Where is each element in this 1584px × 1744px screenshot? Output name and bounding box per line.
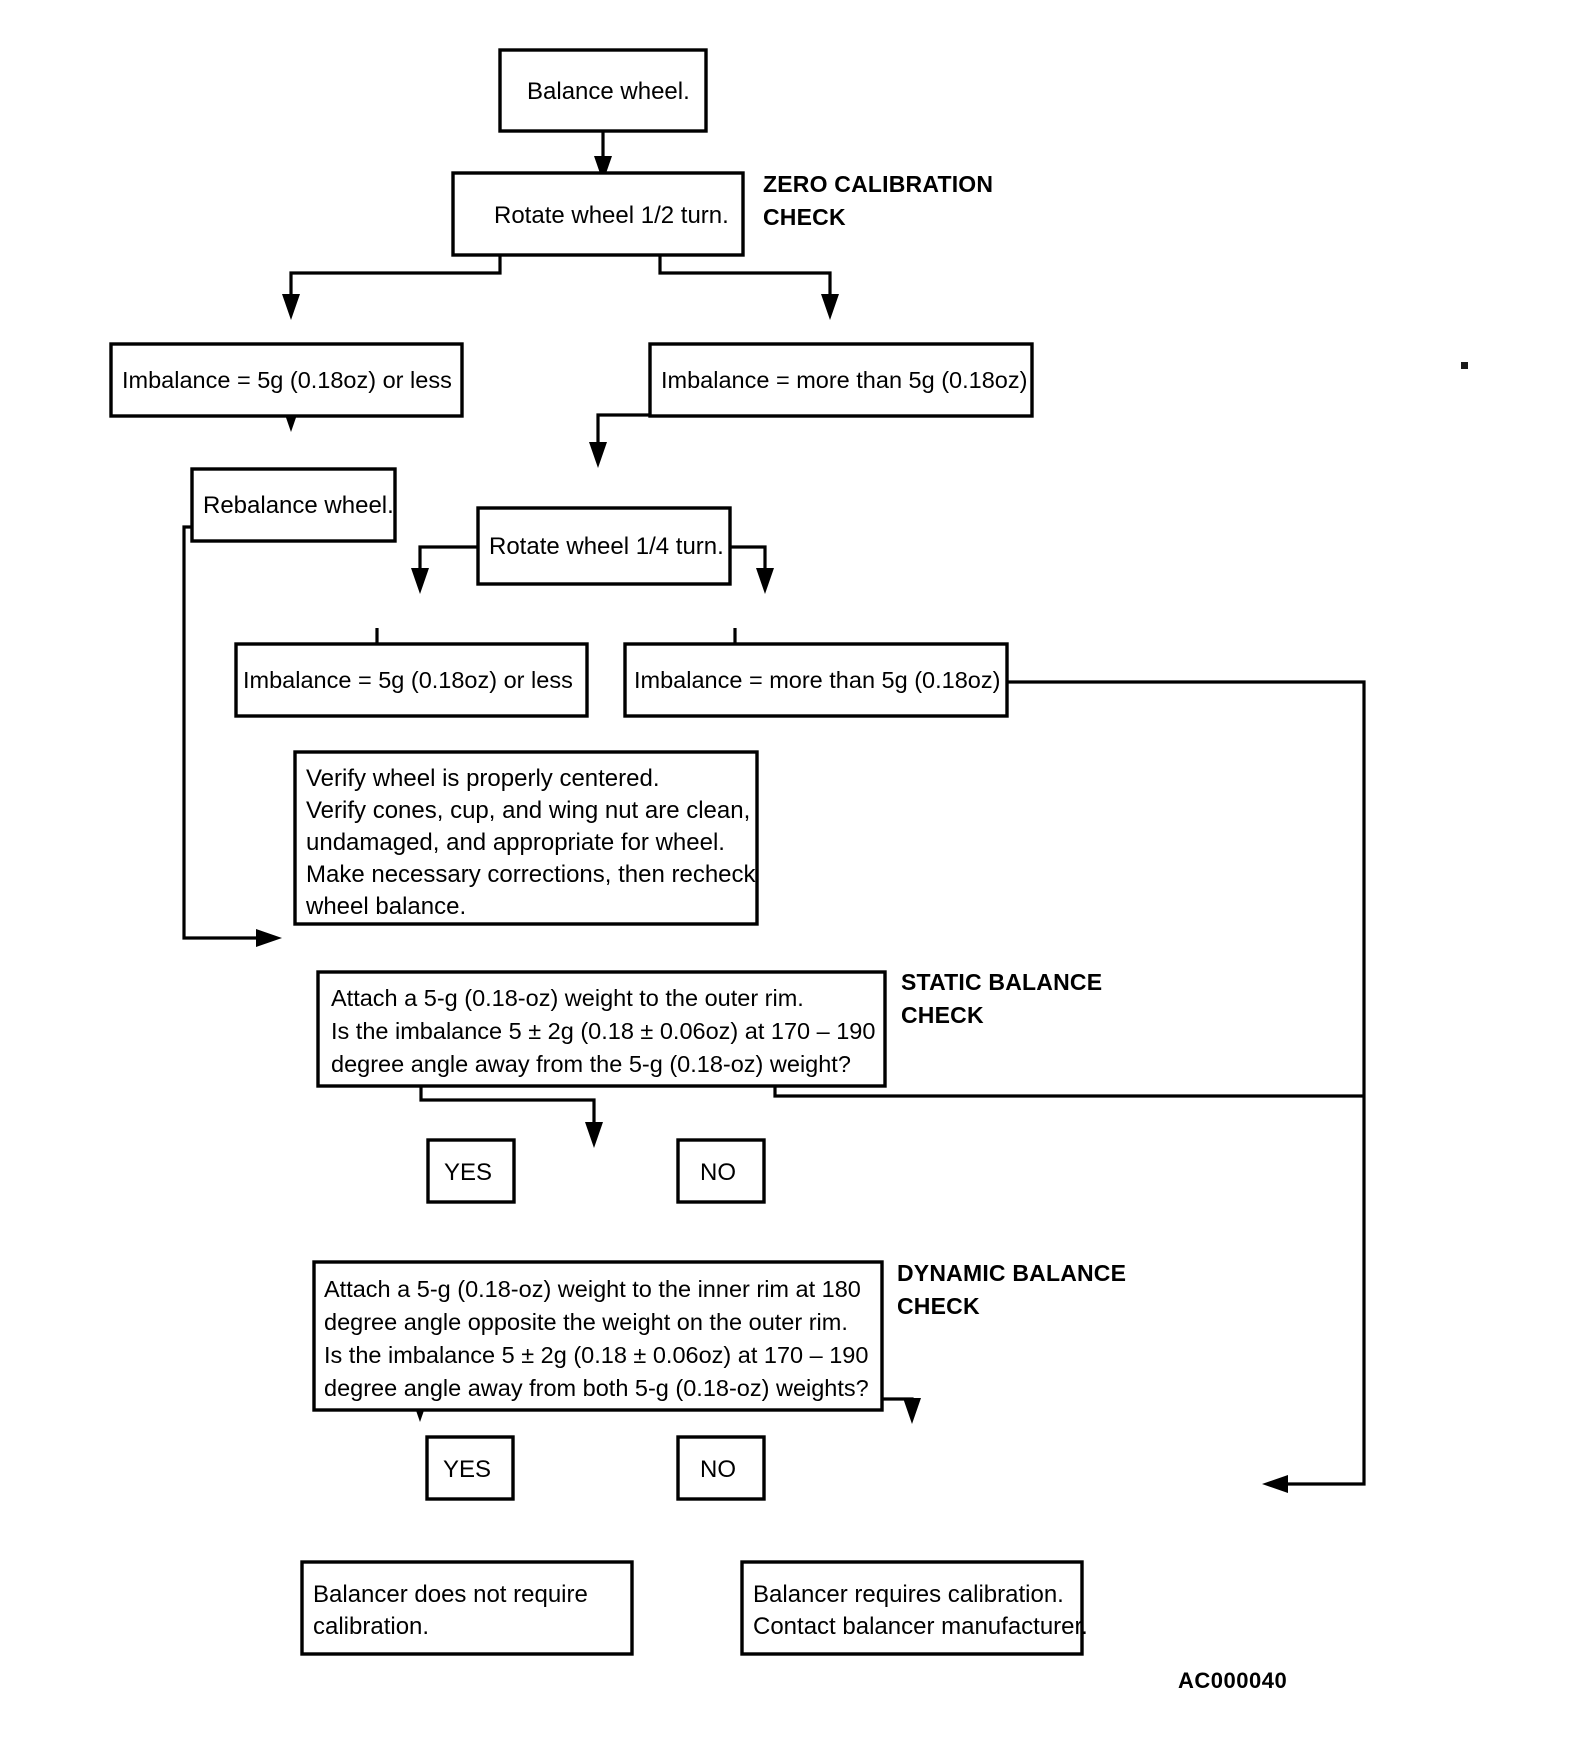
node-dynamic-no: NO bbox=[676, 1435, 766, 1501]
node-static-yes: YES bbox=[426, 1138, 516, 1204]
node-static-no-label: NO bbox=[700, 1159, 736, 1186]
label-static-balance-line-1: STATIC BALANCE bbox=[901, 969, 1102, 995]
label-dynamic-balance-line-1: DYNAMIC BALANCE bbox=[897, 1260, 1126, 1286]
node-imbalance-less-2-line-0: Imbalance = 5g (0.18oz) or less bbox=[243, 667, 573, 693]
node-rebalance-wheel: Rebalance wheel. bbox=[190, 467, 397, 543]
node-dynamic-check-line-3: degree angle away from both 5-g (0.18-oz… bbox=[324, 1375, 869, 1401]
scan-speck bbox=[1461, 362, 1468, 369]
node-dynamic-no-label: NO bbox=[700, 1456, 736, 1483]
node-no-calibration-line-1: calibration. bbox=[313, 1613, 429, 1640]
node-dynamic-yes-label: YES bbox=[443, 1456, 491, 1483]
node-dynamic-balance-check: Attach a 5-g (0.18-oz) weight to the inn… bbox=[312, 1260, 884, 1412]
node-rotate-half-turn: Rotate wheel 1/2 turn. bbox=[451, 171, 745, 257]
node-verify-line-1: Verify cones, cup, and wing nut are clea… bbox=[306, 797, 750, 824]
node-balance-wheel: Balance wheel. bbox=[498, 48, 708, 133]
node-imbalance-more-1: Imbalance = more than 5g (0.18oz) bbox=[648, 342, 1034, 418]
figure-code: AC000040 bbox=[1178, 1668, 1287, 1693]
node-rotate-quarter-turn-line-0: Rotate wheel 1/4 turn. bbox=[489, 533, 724, 560]
node-dynamic-check-line-2: Is the imbalance 5 ± 2g (0.18 ± 0.06oz) … bbox=[324, 1342, 868, 1368]
node-static-check-line-0: Attach a 5-g (0.18-oz) weight to the out… bbox=[331, 985, 804, 1011]
node-dynamic-check-line-1: degree angle opposite the weight on the … bbox=[324, 1309, 848, 1335]
node-verify-line-3: Make necessary corrections, then recheck bbox=[306, 861, 757, 888]
label-dynamic-balance-line-2: CHECK bbox=[897, 1293, 980, 1319]
label-dynamic-balance-check: DYNAMIC BALANCE CHECK bbox=[897, 1260, 1126, 1319]
label-zero-calibration-check: ZERO CALIBRATION CHECK bbox=[763, 171, 993, 230]
node-rotate-quarter-turn: Rotate wheel 1/4 turn. bbox=[476, 506, 732, 586]
label-static-balance-check: STATIC BALANCE CHECK bbox=[901, 969, 1102, 1028]
label-static-balance-line-2: CHECK bbox=[901, 1002, 984, 1028]
node-dynamic-check-line-0: Attach a 5-g (0.18-oz) weight to the inn… bbox=[324, 1276, 861, 1302]
node-imbalance-more-2: Imbalance = more than 5g (0.18oz) bbox=[623, 642, 1009, 718]
node-no-calibration-line-0: Balancer does not require bbox=[313, 1581, 588, 1608]
node-imbalance-more-1-line-0: Imbalance = more than 5g (0.18oz) bbox=[661, 367, 1027, 393]
node-dynamic-yes: YES bbox=[425, 1435, 515, 1501]
node-verify-line-4: wheel balance. bbox=[305, 893, 466, 920]
node-imbalance-less-1-line-0: Imbalance = 5g (0.18oz) or less bbox=[122, 367, 452, 393]
node-static-no: NO bbox=[676, 1138, 766, 1204]
node-imbalance-more-2-line-0: Imbalance = more than 5g (0.18oz) bbox=[634, 667, 1000, 693]
node-rebalance-wheel-line-0: Rebalance wheel. bbox=[203, 492, 394, 519]
label-zero-calibration-line-2: CHECK bbox=[763, 204, 846, 230]
label-zero-calibration-line-1: ZERO CALIBRATION bbox=[763, 171, 993, 197]
node-calibration-required: Balancer requires calibration. Contact b… bbox=[740, 1560, 1088, 1656]
node-static-check-line-2: degree angle away from the 5-g (0.18-oz)… bbox=[331, 1051, 851, 1077]
node-static-yes-label: YES bbox=[444, 1159, 492, 1186]
node-rotate-half-turn-line-0: Rotate wheel 1/2 turn. bbox=[494, 202, 729, 229]
node-calibration-required-line-0: Balancer requires calibration. bbox=[753, 1581, 1064, 1608]
node-verify-line-0: Verify wheel is properly centered. bbox=[306, 765, 660, 792]
node-no-calibration-required: Balancer does not require calibration. bbox=[300, 1560, 634, 1656]
node-imbalance-less-2: Imbalance = 5g (0.18oz) or less bbox=[234, 642, 589, 718]
node-static-balance-check: Attach a 5-g (0.18-oz) weight to the out… bbox=[316, 970, 887, 1088]
node-static-check-line-1: Is the imbalance 5 ± 2g (0.18 ± 0.06oz) … bbox=[331, 1018, 875, 1044]
node-balance-wheel-line-0: Balance wheel. bbox=[527, 78, 690, 105]
node-imbalance-less-1: Imbalance = 5g (0.18oz) or less bbox=[109, 342, 464, 418]
node-calibration-required-line-1: Contact balancer manufacturer. bbox=[753, 1613, 1088, 1640]
node-verify-wheel: Verify wheel is properly centered. Verif… bbox=[293, 750, 759, 926]
node-verify-line-2: undamaged, and appropriate for wheel. bbox=[306, 829, 725, 856]
